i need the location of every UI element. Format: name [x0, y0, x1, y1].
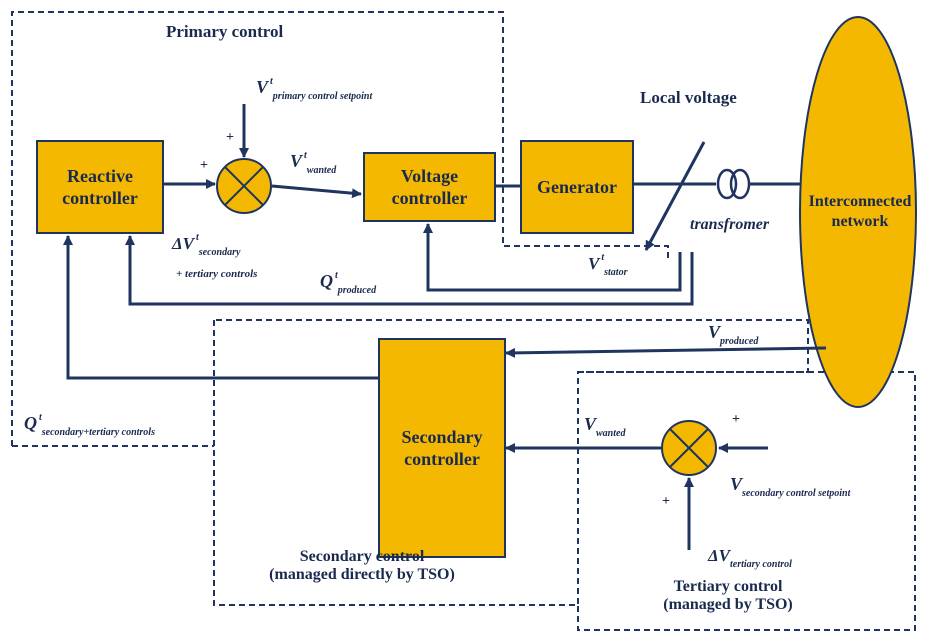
tertiary-controls-suffix-label: + tertiary controls — [176, 268, 258, 280]
reactive-controller-block: Reactive controller — [36, 140, 164, 234]
transformer-label: transfromer — [690, 216, 770, 233]
secondary-controller-block: Secondary controller — [378, 338, 506, 558]
tertiary-control-region — [577, 371, 916, 631]
q-secondary-line — [63, 235, 378, 380]
secondary-control-caption: Secondary control (managed directly by T… — [269, 548, 455, 583]
plus-sign-top: + — [226, 130, 234, 145]
arrow-sum-to-voltage — [271, 184, 362, 199]
arrow-v-produced — [505, 346, 827, 358]
summing-junction-primary — [216, 158, 272, 214]
local-voltage-title: Local voltage — [640, 88, 737, 107]
v-secondary-setpoint-label: Vsecondary control setpoint — [730, 474, 851, 499]
primary-control-region — [11, 11, 669, 446]
plus-sign-left: + — [200, 158, 208, 173]
local-voltage-probe — [644, 141, 706, 251]
delta-v-tertiary-label: ΔVtertiary control — [708, 546, 792, 570]
interconnected-network-label: Interconnected network — [808, 193, 912, 230]
plus-sign-tertiary-bottom: + — [662, 494, 670, 509]
tertiary-control-caption: Tertiary control (managed by TSO) — [663, 578, 793, 613]
v-produced-label: Vproduced — [708, 322, 759, 347]
primary-control-title: Primary control — [166, 22, 284, 41]
voltage-controller-block: Voltage controller — [363, 152, 496, 222]
summing-junction-tertiary — [661, 420, 717, 476]
v-wanted-label: Vwanted — [584, 414, 626, 439]
generator-block: Generator — [520, 140, 634, 234]
plus-sign-tertiary-right: + — [732, 412, 740, 427]
transformer-symbol — [716, 168, 751, 200]
stator-feedback-line — [423, 223, 682, 292]
interconnected-network-shape — [799, 16, 917, 408]
q-produced-feedback-line — [125, 235, 694, 306]
